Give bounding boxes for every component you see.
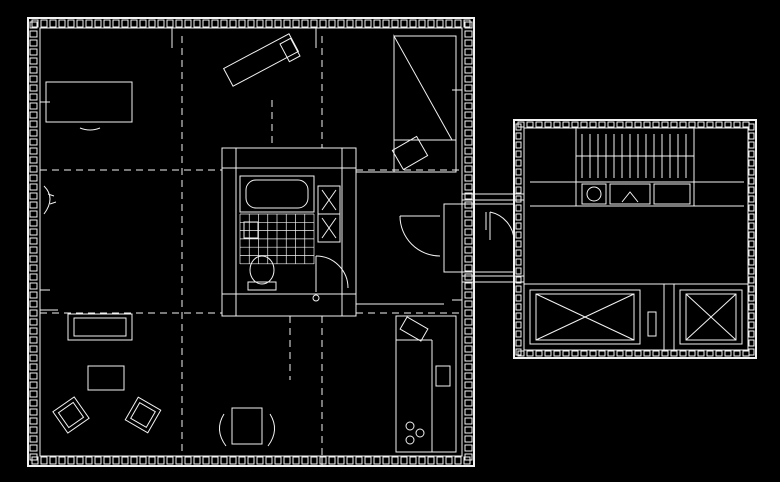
door-swing-icon [315,255,349,289]
door-swing-icon [489,211,515,241]
chair-icon [52,396,90,434]
connecting-vestibule [443,193,524,283]
staircase-icon [530,127,744,207]
tile-floor [239,213,315,265]
bathroom-core [221,147,357,317]
furniture [43,33,301,447]
main-block-walls [27,17,475,467]
main-wall-brick-pattern [29,19,473,465]
sink-icon [243,221,259,239]
bed-icon [45,81,133,123]
annex-walls [513,119,757,359]
main-door [356,215,444,305]
annex-wall-brick-pattern [515,121,755,357]
bathtub-icon [239,175,315,213]
annex-lower-rooms [524,283,748,351]
wall-openings [40,28,462,466]
stove-icon [405,421,425,445]
kitchen [395,315,457,453]
door-swing-icon [399,215,441,257]
top-right-room [356,34,457,173]
chair-icon [124,396,162,434]
structural-grid [40,36,462,456]
toilet-icon [247,255,277,291]
